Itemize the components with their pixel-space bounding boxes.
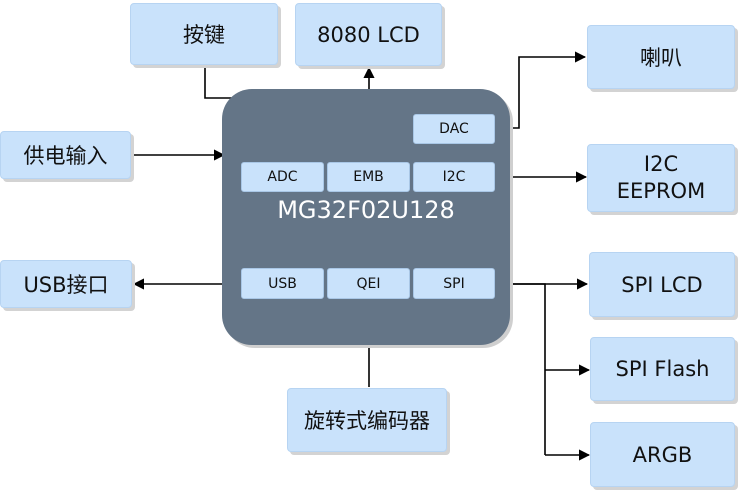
wire-dac-speaker	[497, 51, 587, 129]
port-i2c: I2C	[413, 162, 495, 192]
block-usb-port: USB接口	[0, 260, 132, 308]
port-usb: USB	[241, 268, 324, 299]
port-qei: QEI	[327, 268, 410, 299]
eeprom-label-line2: EEPROM	[616, 179, 706, 203]
block-spi-flash: SPI Flash	[590, 337, 735, 401]
block-keys: 按键	[130, 3, 278, 65]
block-speaker: 喇叭	[587, 25, 735, 89]
block-lcd-8080: 8080 LCD	[295, 3, 442, 66]
port-adc: ADC	[241, 162, 324, 192]
wire-spi-bus	[505, 283, 546, 455]
block-power-input: 供电输入	[0, 131, 131, 179]
port-dac: DAC	[413, 114, 495, 144]
eeprom-label-line1: I2C	[643, 152, 679, 176]
block-rotary-encoder: 旋转式编码器	[287, 388, 447, 452]
port-spi: SPI	[413, 268, 495, 299]
block-argb: ARGB	[590, 422, 735, 487]
block-i2c-eeprom: I2C EEPROM	[587, 144, 735, 212]
port-emb: EMB	[327, 162, 410, 192]
block-spi-lcd: SPI LCD	[589, 252, 735, 317]
chip-name: MG32F02U128	[277, 196, 455, 224]
